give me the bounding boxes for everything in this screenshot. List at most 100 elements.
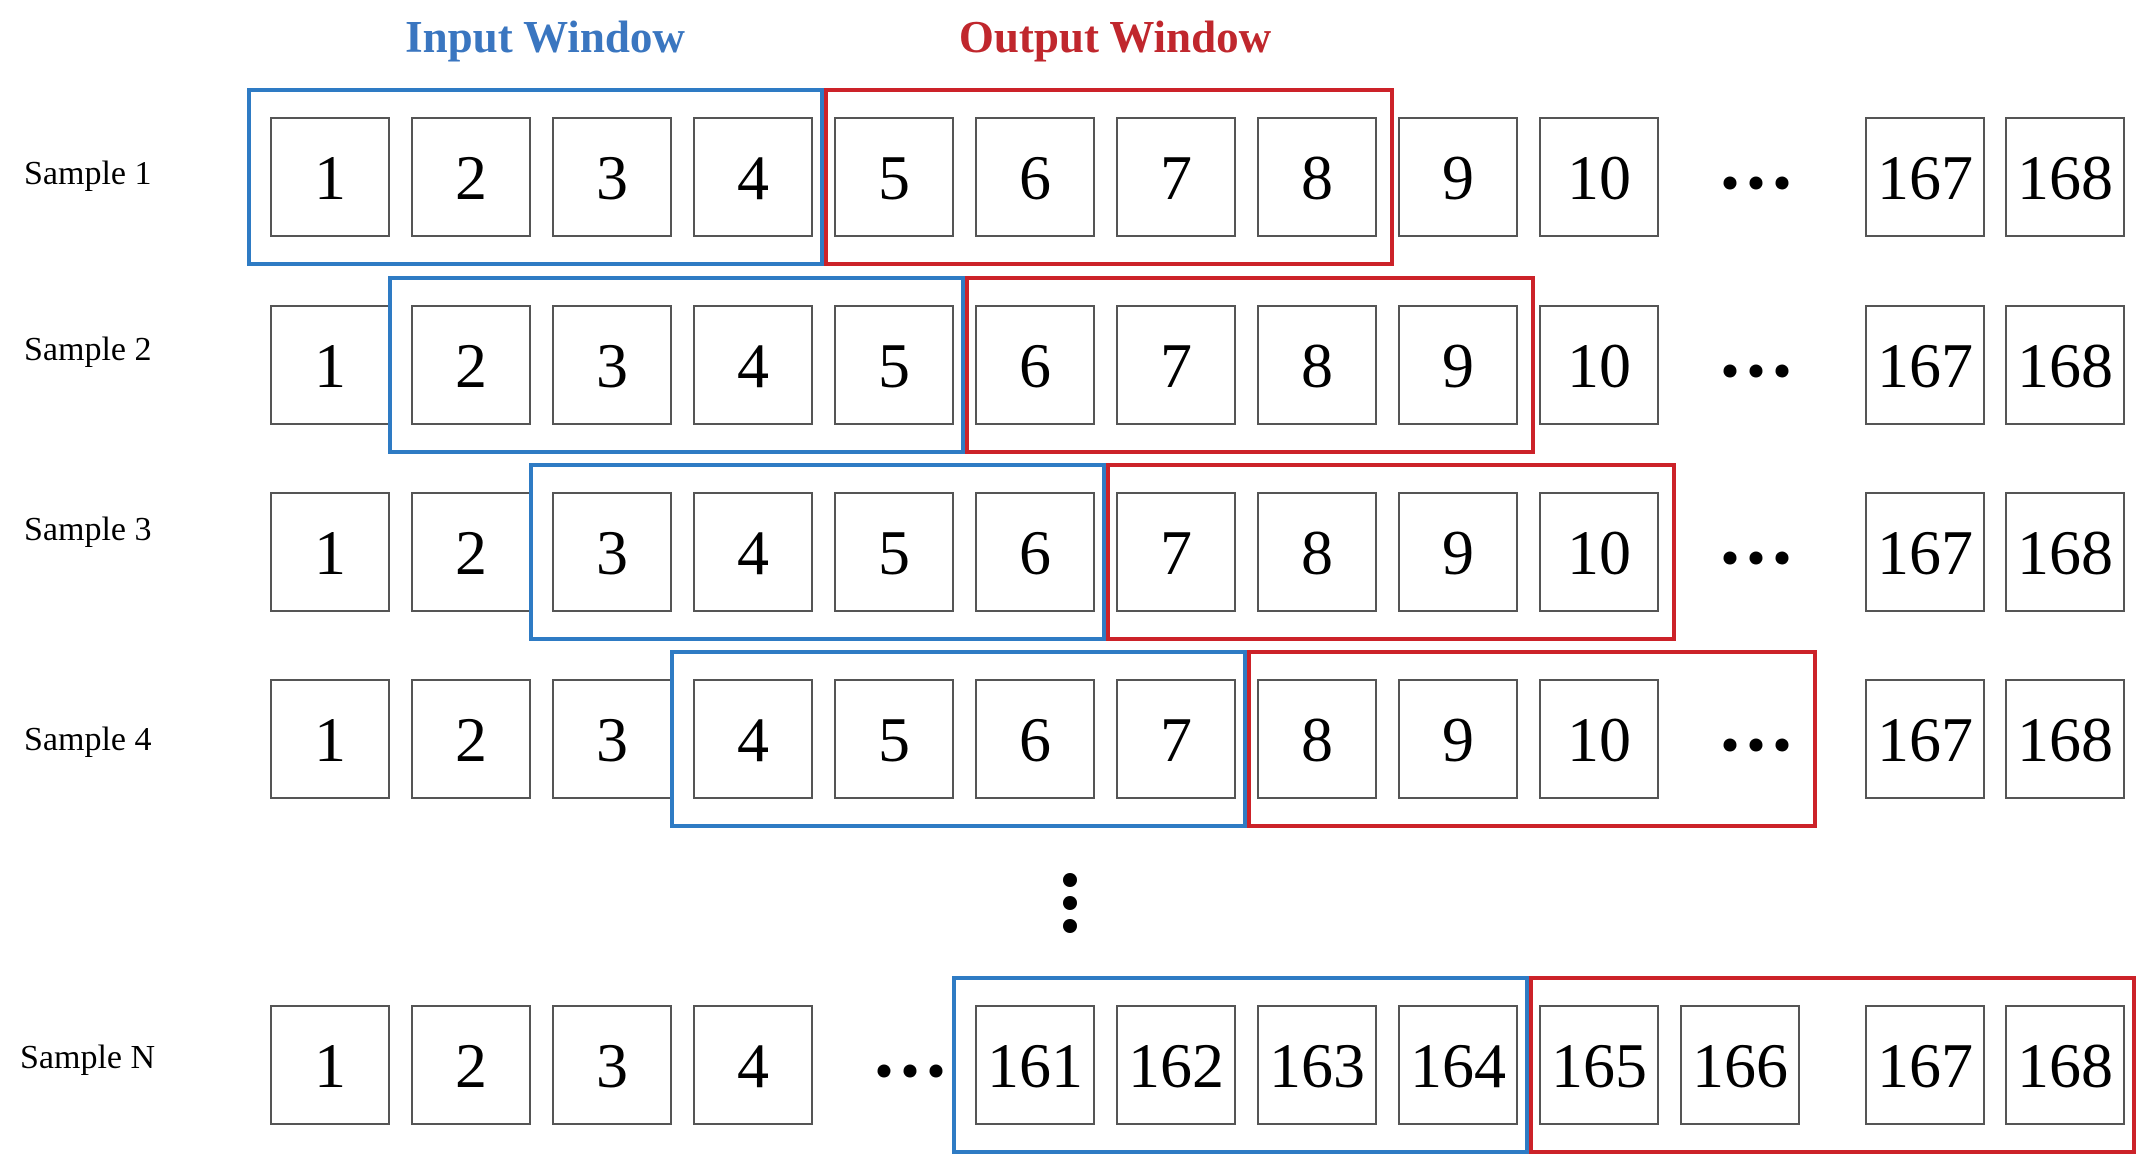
cell-value: 9	[1442, 142, 1474, 213]
ellipsis-icon	[877, 1064, 943, 1078]
sequence-cell: 4	[693, 679, 813, 799]
cell-value: 6	[1019, 517, 1051, 588]
cell-value: 6	[1019, 704, 1051, 775]
cell-value: 4	[737, 517, 769, 588]
cell-value: 10	[1567, 142, 1631, 213]
sequence-cell: 161	[975, 1005, 1095, 1125]
cell-value: 7	[1160, 330, 1192, 401]
input-window-legend: Input Window	[405, 12, 685, 62]
sequence-cell: 8	[1257, 117, 1377, 237]
sequence-cell: 1	[270, 117, 390, 237]
sequence-cell: 4	[693, 305, 813, 425]
sequence-cell: 9	[1398, 679, 1518, 799]
cell-value: 10	[1567, 330, 1631, 401]
sequence-cell: 164	[1398, 1005, 1518, 1125]
input-window-frame	[529, 463, 1106, 641]
cell-value: 167	[1877, 517, 1973, 588]
sequence-cell: 7	[1116, 117, 1236, 237]
sequence-cell: 7	[1116, 679, 1236, 799]
sample-label: Sample 3	[24, 511, 151, 548]
cell-value: 1	[314, 704, 346, 775]
sequence-cell: 5	[834, 679, 954, 799]
sequence-cell: 167	[1865, 492, 1985, 612]
input-window-frame	[247, 88, 824, 266]
sequence-cell: 6	[975, 305, 1095, 425]
sequence-cell: 10	[1539, 305, 1659, 425]
output-window-legend: Output Window	[959, 12, 1272, 62]
input-window-frame	[670, 650, 1247, 828]
sequence-cell: 6	[975, 492, 1095, 612]
sequence-cell: 1	[270, 305, 390, 425]
cell-value: 4	[737, 142, 769, 213]
cell-value: 4	[737, 704, 769, 775]
cell-value: 9	[1442, 330, 1474, 401]
sequence-cell: 168	[2005, 1005, 2125, 1125]
sequence-cell: 10	[1539, 117, 1659, 237]
sequence-cell: 162	[1116, 1005, 1236, 1125]
sequence-cell: 4	[693, 1005, 813, 1125]
sequence-cell: 167	[1865, 305, 1985, 425]
cell-value: 6	[1019, 330, 1051, 401]
sequence-cell: 1	[270, 679, 390, 799]
sequence-cell: 9	[1398, 305, 1518, 425]
cell-value: 3	[596, 330, 628, 401]
sequence-cell: 9	[1398, 492, 1518, 612]
sequence-cell: 1	[270, 492, 390, 612]
cell-value: 8	[1301, 142, 1333, 213]
sequence-cell: 7	[1116, 492, 1236, 612]
cell-value: 168	[2017, 330, 2113, 401]
cell-value: 4	[737, 330, 769, 401]
sequence-cell: 8	[1257, 492, 1377, 612]
output-window-frame	[1247, 650, 1817, 828]
sequence-cell: 165	[1539, 1005, 1659, 1125]
sequence-cell: 4	[693, 117, 813, 237]
output-window-frame	[1529, 976, 2136, 1154]
ellipsis-icon	[1723, 364, 1789, 378]
input-window-frame	[388, 276, 965, 454]
sequence-cell: 1	[270, 1005, 390, 1125]
sequence-cell: 2	[411, 117, 531, 237]
cell-value: 5	[878, 142, 910, 213]
cell-value: 9	[1442, 704, 1474, 775]
cell-value: 5	[878, 517, 910, 588]
sequence-cell: 9	[1398, 117, 1518, 237]
cell-value: 168	[2017, 704, 2113, 775]
output-window-frame	[824, 88, 1394, 266]
cell-value: 1	[314, 1030, 346, 1101]
cell-value: 7	[1160, 142, 1192, 213]
sequence-cell: 163	[1257, 1005, 1377, 1125]
sequence-cell: 166	[1680, 1005, 1800, 1125]
cell-value: 168	[2017, 142, 2113, 213]
cell-value: 3	[596, 704, 628, 775]
sequence-cell: 6	[975, 117, 1095, 237]
sequence-cell: 6	[975, 679, 1095, 799]
cell-value: 2	[455, 330, 487, 401]
sequence-cell: 2	[411, 679, 531, 799]
sequence-cell: 2	[411, 305, 531, 425]
sequence-cell: 4	[693, 492, 813, 612]
sequence-cell: 167	[1865, 679, 1985, 799]
cell-value: 7	[1160, 704, 1192, 775]
sequence-cell: 167	[1865, 1005, 1985, 1125]
sequence-cell: 8	[1257, 679, 1377, 799]
ellipsis-icon	[1723, 551, 1789, 565]
sequence-cell: 10	[1539, 679, 1659, 799]
output-window-frame	[965, 276, 1535, 454]
cell-value: 8	[1301, 517, 1333, 588]
cell-value: 164	[1410, 1030, 1506, 1101]
sequence-cell: 10	[1539, 492, 1659, 612]
sequence-cell: 8	[1257, 305, 1377, 425]
cell-value: 167	[1877, 142, 1973, 213]
sequence-cell: 5	[834, 492, 954, 612]
cell-value: 8	[1301, 704, 1333, 775]
cell-value: 9	[1442, 517, 1474, 588]
sequence-cell: 3	[552, 1005, 672, 1125]
sequence-cell: 167	[1865, 117, 1985, 237]
sequence-cell: 168	[2005, 117, 2125, 237]
sequence-cell: 7	[1116, 305, 1236, 425]
sequence-cell: 168	[2005, 305, 2125, 425]
